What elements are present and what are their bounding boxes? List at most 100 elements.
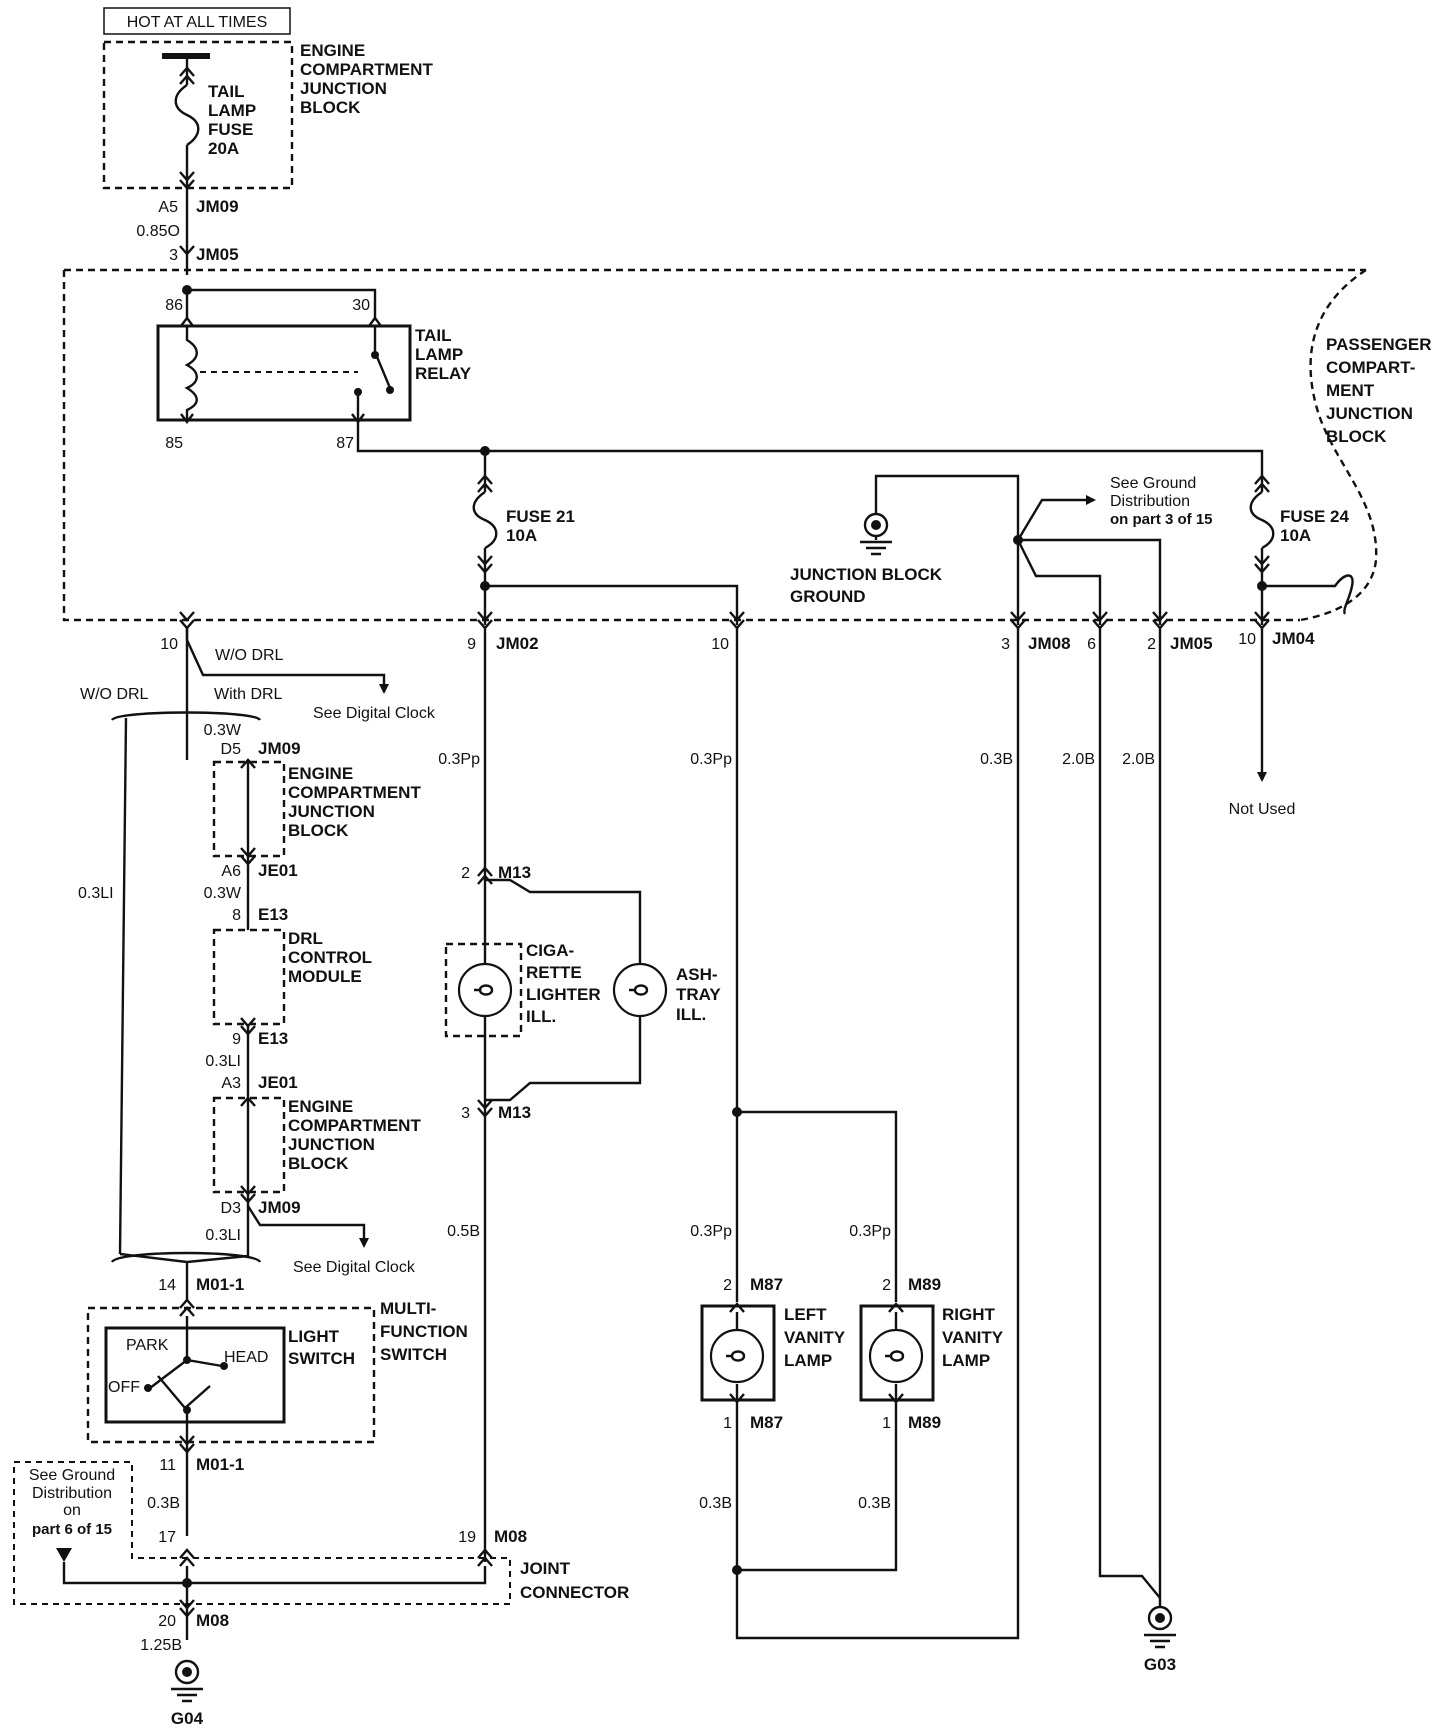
see-ground-arrow-icon: [56, 1548, 72, 1562]
conn-je01-a3: JE01: [258, 1073, 298, 1092]
svg-text:TAIL: TAIL: [415, 326, 452, 345]
svg-text:LEFT: LEFT: [784, 1305, 827, 1324]
svg-text:TRAY: TRAY: [676, 985, 721, 1004]
wire-03b-d: 0.3B: [980, 751, 1013, 768]
fuse21-label: FUSE 21 10A: [506, 507, 575, 545]
drl-output-terminal: [240, 1017, 256, 1100]
drl-control-module-label: DRL CONTROL MODULE: [288, 929, 372, 986]
svg-text:10A: 10A: [1280, 526, 1311, 545]
ground-g03-label: G03: [1144, 1655, 1176, 1674]
svg-text:RETTE: RETTE: [526, 963, 582, 982]
joint-connector-label: JOINT CONNECTOR: [520, 1559, 629, 1602]
pin-3-m13: 3: [461, 1105, 470, 1122]
see-ground-bottom-box: [13, 1461, 511, 1605]
svg-text:JOINT: JOINT: [520, 1559, 571, 1578]
ecjb-top-label: ENGINE COMPARTMENT JUNCTION BLOCK: [300, 41, 433, 117]
ashtray-bulb-icon: [612, 962, 668, 1018]
fuse-top-terminal: [179, 56, 195, 85]
joint-terminals: [179, 1548, 493, 1567]
drl-control-module-box: [212, 928, 286, 1026]
multi-function-switch-label: MULTI- FUNCTION SWITCH: [380, 1299, 468, 1364]
bulb-filament-icon: [629, 984, 649, 996]
conn-jm09-d3: JM09: [258, 1198, 301, 1217]
switch-input-terminal: [179, 1298, 195, 1360]
svg-text:MODULE: MODULE: [288, 967, 362, 986]
cigarette-lighter-label: CIGA- RETTE LIGHTER ILL.: [526, 941, 601, 1026]
conn-jm04: JM04: [1272, 629, 1315, 648]
pin-86: 86: [165, 297, 183, 314]
conn-e13-9: E13: [258, 1029, 288, 1048]
left-vanity-lamp-label: LEFT VANITY LAMP: [784, 1305, 846, 1370]
svg-text:part 6 of 15: part 6 of 15: [32, 1521, 112, 1538]
svg-text:TAIL: TAIL: [208, 82, 245, 101]
see-ground-top-label: See Ground Distribution on part 3 of 15: [1110, 475, 1213, 528]
ground-g04-core: [182, 1667, 192, 1677]
light-switch-box: [104, 1326, 286, 1424]
conn-m13-2: M13: [498, 863, 531, 882]
wire-m13-out: [485, 1016, 642, 1102]
right-vanity-terminals: [888, 1302, 904, 1420]
wire-03b-b: 0.3B: [699, 1495, 732, 1512]
switch-contact-dot: [144, 1384, 152, 1392]
svg-text:GROUND: GROUND: [790, 587, 866, 606]
pin-10-jm04: 10: [1238, 631, 1256, 648]
wire-m13-in: [477, 866, 642, 968]
pin-d5: D5: [221, 741, 242, 758]
wire-switch-output: [179, 1410, 195, 1536]
conn-m89-1: M89: [908, 1413, 941, 1432]
tail-lamp-fuse-label: TAIL LAMP FUSE 20A: [208, 82, 256, 158]
pin-d3: D3: [221, 1200, 242, 1217]
junction-dot: [732, 1565, 742, 1575]
wire-03pp-d: 0.3Pp: [849, 1223, 891, 1240]
pin-10-left: 10: [160, 636, 178, 653]
pin-a3: A3: [221, 1075, 241, 1092]
relay-terminals: [180, 316, 382, 424]
conn-jm05-right: JM05: [1170, 634, 1213, 653]
pcjb-box-edge: [1299, 268, 1378, 622]
pin-2-jm05: 2: [1147, 636, 1156, 653]
svg-text:on: on: [63, 1502, 81, 1519]
right-vanity-lamp-label: RIGHT VANITY LAMP: [942, 1305, 1004, 1370]
svg-text:20A: 20A: [208, 139, 239, 158]
wire-vanity-ground-return: [735, 628, 1020, 1640]
conn-e13-8: E13: [258, 905, 288, 924]
fuse24-icon: [1249, 491, 1275, 550]
svg-text:LAMP: LAMP: [942, 1351, 990, 1370]
svg-text:VANITY: VANITY: [784, 1328, 846, 1347]
svg-text:See Ground: See Ground: [29, 1467, 115, 1484]
wire-merge-switch: [119, 1228, 250, 1300]
pin-10-mid: 10: [711, 636, 729, 653]
svg-text:JUNCTION: JUNCTION: [1326, 404, 1413, 423]
conn-m01-11: M01-1: [196, 1455, 244, 1474]
svg-text:FUNCTION: FUNCTION: [380, 1322, 468, 1341]
switch-pos-off: OFF: [108, 1379, 140, 1396]
cigarette-lighter-bulb-icon: [457, 962, 513, 1018]
conn-m08-20: M08: [196, 1611, 229, 1630]
svg-text:CIGA-: CIGA-: [526, 941, 574, 960]
pcjb-box: [62, 268, 1366, 622]
svg-text:CONNECTOR: CONNECTOR: [520, 1583, 629, 1602]
pin-87: 87: [336, 435, 354, 452]
drl-option-brackets: [110, 711, 262, 1263]
conn-jm09-top: JM09: [196, 197, 239, 216]
svg-text:BLOCK: BLOCK: [288, 821, 349, 840]
bulb-filament-icon: [726, 1350, 746, 1362]
svg-text:JUNCTION BLOCK: JUNCTION BLOCK: [790, 565, 943, 584]
pin-2-m13: 2: [461, 865, 470, 882]
pin-3-jm05: 3: [169, 247, 178, 264]
conn-m01-14: M01-1: [196, 1275, 244, 1294]
pin-20: 20: [158, 1613, 176, 1630]
relay-coil-icon: [184, 326, 198, 422]
svg-text:on part 3 of 15: on part 3 of 15: [1110, 511, 1213, 528]
note-not-used: Not Used: [1229, 801, 1296, 818]
wire-right-vanity-feed: [737, 1110, 898, 1302]
svg-text:COMPART-: COMPART-: [1326, 358, 1415, 377]
svg-text:ENGINE: ENGINE: [288, 764, 353, 783]
svg-text:ASH-: ASH-: [676, 965, 718, 984]
wire-125b: 1.25B: [140, 1637, 182, 1654]
wire-see-clock-b: [246, 1205, 369, 1248]
pin-85: 85: [165, 435, 183, 452]
svg-text:CONTROL: CONTROL: [288, 948, 372, 967]
ecjb-low-label: ENGINE COMPARTMENT JUNCTION BLOCK: [288, 1097, 421, 1173]
